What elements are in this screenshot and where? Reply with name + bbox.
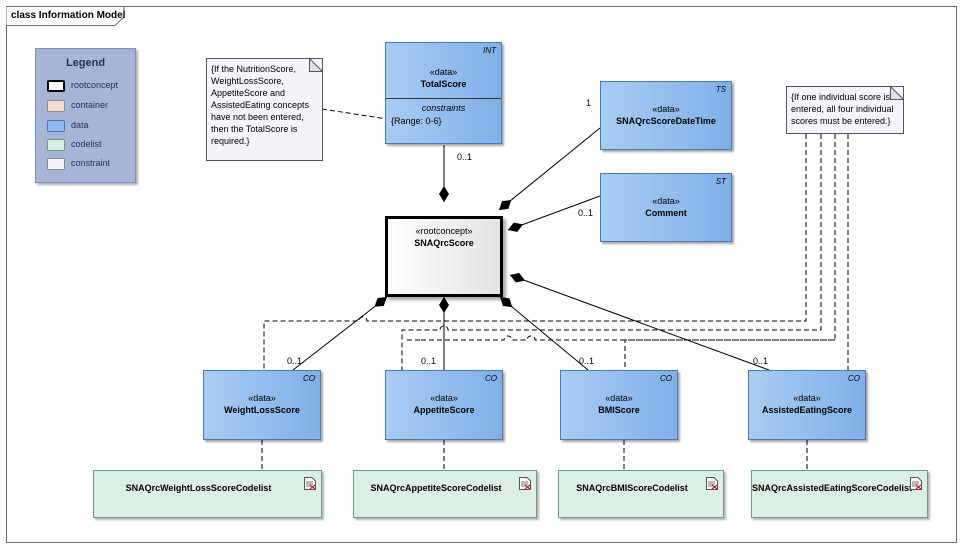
class-bmiscore[interactable]: CO «data» BMIScore bbox=[560, 370, 678, 440]
legend-swatch bbox=[47, 120, 65, 132]
note-total-required: {If the NutritionScore, WeightLossScore,… bbox=[206, 58, 323, 161]
link-bmi bbox=[499, 296, 589, 371]
mult-assisted: 0..1 bbox=[753, 356, 769, 366]
diagram-frame bbox=[6, 6, 957, 543]
class-weightlossscore[interactable]: CO «data» WeightLossScore bbox=[203, 370, 321, 440]
document-icon bbox=[706, 477, 718, 490]
class-snaqrcscore-root[interactable]: «rootconcept» SNAQrcScore bbox=[385, 216, 503, 297]
document-icon bbox=[910, 477, 922, 490]
note-individual-scores: {If one individual score is entered, all… bbox=[786, 86, 904, 134]
document-icon bbox=[304, 477, 316, 490]
mult-datetime: 1 bbox=[586, 98, 592, 108]
mult-appetite: 0..1 bbox=[421, 356, 437, 366]
codelist-bmi[interactable]: SNAQrcBMIScoreCodelist bbox=[558, 470, 724, 518]
link-comment bbox=[507, 195, 601, 232]
legend-swatch bbox=[47, 80, 65, 92]
class-assistedeatingscore[interactable]: CO «data» AssistedEatingScore bbox=[748, 370, 866, 440]
document-icon bbox=[519, 477, 531, 490]
class-appetitescore[interactable]: CO «data» AppetiteScore bbox=[385, 370, 503, 440]
legend: Legend rootconcept container data codeli… bbox=[35, 48, 136, 183]
frame-title: class Information Model bbox=[11, 10, 126, 21]
link-datetime bbox=[498, 127, 601, 211]
note-ind-link-1 bbox=[263, 134, 807, 370]
mult-weight: 0..1 bbox=[287, 356, 303, 366]
class-snaqrcscoredatetime[interactable]: TS «data» SNAQrcScoreDateTime bbox=[600, 81, 732, 150]
link-assisted bbox=[509, 273, 770, 371]
legend-swatch bbox=[47, 158, 65, 170]
codelist-assistedeating[interactable]: SNAQrcAssistedEatingScoreCodelist bbox=[751, 470, 928, 518]
codelist-appetite[interactable]: SNAQrcAppetiteScoreCodelist bbox=[353, 470, 537, 518]
class-comment[interactable]: ST «data» Comment bbox=[600, 173, 732, 242]
codelist-weightloss[interactable]: SNAQrcWeightLossScoreCodelist bbox=[93, 470, 322, 518]
note-ind-link-2 bbox=[401, 134, 822, 370]
legend-title: Legend bbox=[65, 57, 106, 69]
class-totalscore[interactable]: INT «data» TotalScore constraints {Range… bbox=[385, 42, 502, 144]
mult-comment: 0..1 bbox=[578, 208, 594, 218]
note-ind-link-5 bbox=[624, 339, 835, 370]
legend-swatch bbox=[47, 100, 65, 112]
note-ind-link-3 bbox=[420, 134, 836, 341]
legend-swatch bbox=[47, 139, 65, 151]
mult-bmi: 0..1 bbox=[579, 356, 595, 366]
link-weight bbox=[292, 296, 388, 371]
mult-total: 0..1 bbox=[457, 152, 473, 162]
note-total-link bbox=[321, 108, 388, 120]
